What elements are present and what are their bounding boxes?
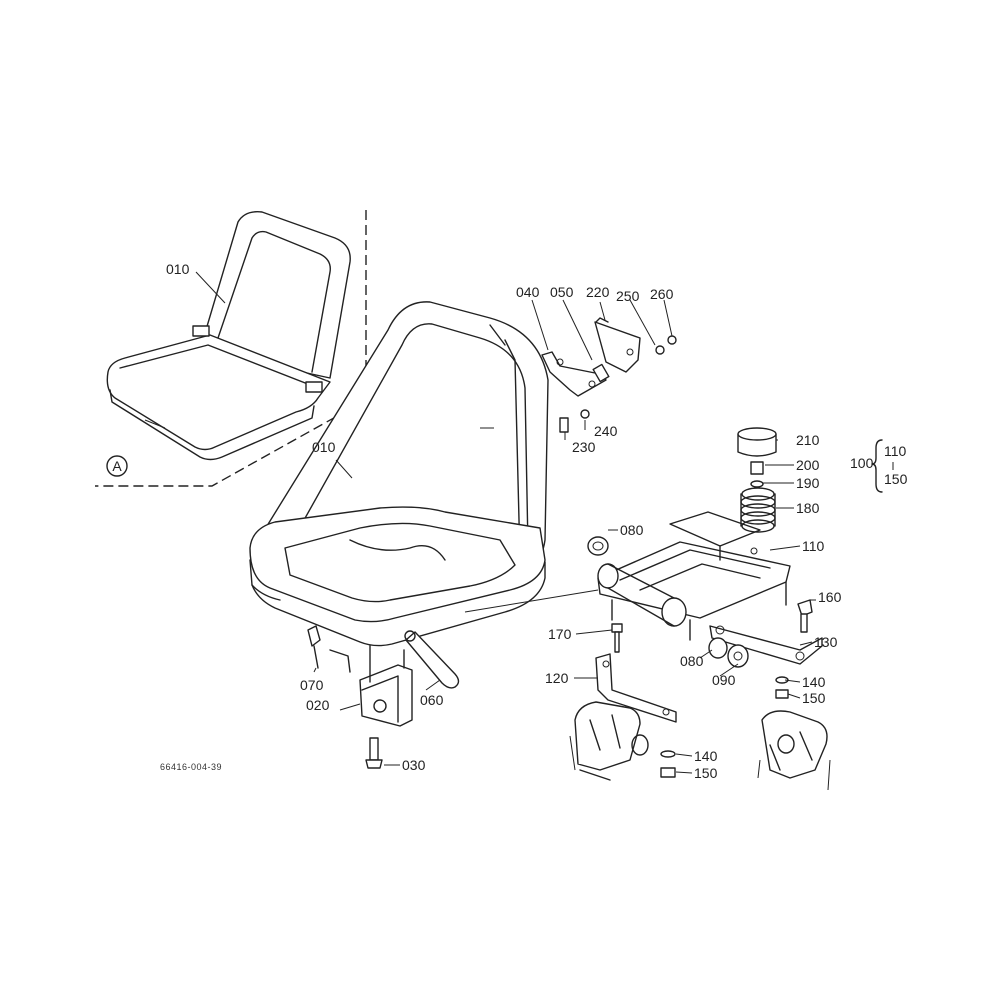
upper-bracket-assembly <box>541 317 677 433</box>
clip-070 <box>307 625 351 673</box>
bolt-160 <box>797 599 813 633</box>
drawing-ref-code: 66416-004-39 <box>160 762 222 772</box>
view-boundary-line <box>95 210 367 487</box>
nut-150-bottom <box>660 767 676 778</box>
label-010-small: 010 <box>166 261 190 277</box>
label-020: 020 <box>306 697 330 713</box>
label-030: 030 <box>402 757 426 773</box>
washer-190 <box>750 480 764 488</box>
cap-210 <box>737 427 777 457</box>
tractor-frame-right <box>757 710 831 791</box>
label-080-bottom: 080 <box>680 653 704 669</box>
label-230: 230 <box>572 439 596 455</box>
label-260: 260 <box>650 286 674 302</box>
label-160: 160 <box>818 589 842 605</box>
tractor-frame-left <box>569 701 649 781</box>
group-brace <box>871 439 883 493</box>
label-080-top: 080 <box>620 522 644 538</box>
suspension-frame <box>587 511 791 641</box>
small-seat-drawing <box>106 211 351 461</box>
bolt-030 <box>365 737 383 769</box>
label-040: 040 <box>516 284 540 300</box>
pin-060 <box>404 630 460 689</box>
label-010-main: 010 <box>312 439 336 455</box>
view-marker-label: A <box>112 458 122 474</box>
label-170: 170 <box>548 626 572 642</box>
label-090: 090 <box>712 672 736 688</box>
label-210: 210 <box>796 432 820 448</box>
label-110: 110 <box>802 538 825 554</box>
main-seat-drawing <box>249 301 549 647</box>
leader-lines <box>195 271 816 774</box>
bracket-120 <box>595 653 677 723</box>
washer-140-bottom <box>660 750 676 758</box>
label-150-bottom: 150 <box>694 765 718 781</box>
label-130: 130 <box>814 634 838 650</box>
label-140-right: 140 <box>802 674 826 690</box>
nut-200 <box>750 461 764 475</box>
label-100-child-top: 110 <box>884 443 907 459</box>
label-150-right: 150 <box>802 690 826 706</box>
label-050: 050 <box>550 284 574 300</box>
label-180: 180 <box>796 500 820 516</box>
label-250: 250 <box>616 288 640 304</box>
label-100-parent: 100 <box>850 455 874 471</box>
bracket-130 <box>709 625 823 665</box>
part-labels: 010 010 020 030 040 050 060 070 080 080 … <box>166 261 842 781</box>
label-100-child-bottom: 150 <box>884 471 908 487</box>
label-200: 200 <box>796 457 820 473</box>
label-120: 120 <box>545 670 569 686</box>
label-140-bottom: 140 <box>694 748 718 764</box>
label-220: 220 <box>586 284 610 300</box>
label-060: 060 <box>420 692 444 708</box>
label-190: 190 <box>796 475 820 491</box>
bolt-170 <box>611 623 623 653</box>
spring-180 <box>740 487 776 533</box>
assembly-group: 100 110 150 <box>850 439 908 493</box>
label-240: 240 <box>594 423 618 439</box>
view-marker-circle <box>106 455 128 477</box>
seat-bracket-020 <box>359 645 413 727</box>
bushing-090 <box>708 637 749 668</box>
nut-150-right <box>775 689 789 699</box>
label-070: 070 <box>300 677 324 693</box>
